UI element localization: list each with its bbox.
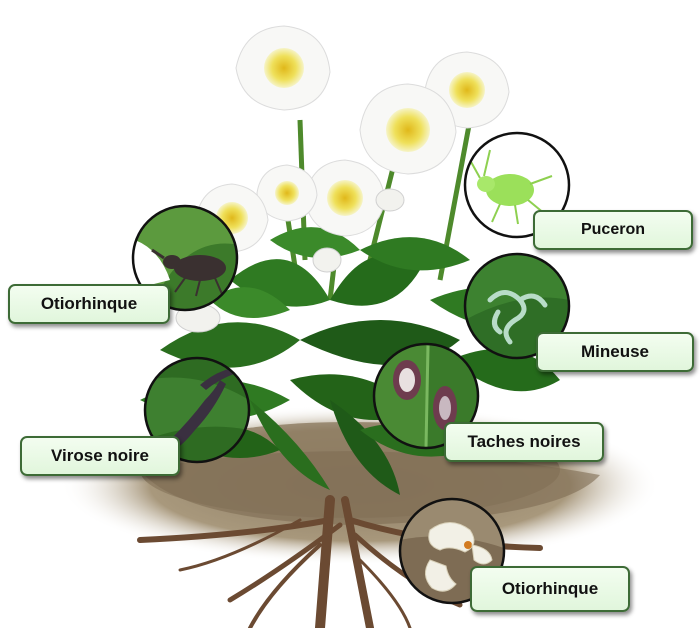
aphid-icon	[469, 149, 553, 225]
virus-leaf-icon	[170, 368, 234, 448]
label-puceron: Puceron	[533, 210, 693, 250]
flower	[304, 159, 386, 237]
label-otiorhinque-adult: Otiorhinque	[8, 284, 170, 324]
larva-icon	[425, 522, 493, 592]
black-spot-icon	[393, 360, 457, 430]
leaf-miner-icon	[487, 290, 548, 345]
label-otiorhinque-larva: Otiorhinque	[470, 566, 630, 612]
roots	[137, 495, 543, 628]
callout-otiorhinque-adult	[131, 204, 239, 312]
weevil-icon	[151, 248, 226, 297]
flower	[235, 25, 331, 111]
flower	[359, 83, 457, 175]
callout-virose-noire	[143, 356, 251, 464]
flower	[256, 164, 318, 222]
label-taches-noires: Taches noires	[444, 422, 604, 462]
flower-bud	[375, 188, 405, 212]
label-mineuse: Mineuse	[536, 332, 694, 372]
flower-bud	[312, 247, 342, 273]
label-virose-noire: Virose noire	[20, 436, 180, 476]
